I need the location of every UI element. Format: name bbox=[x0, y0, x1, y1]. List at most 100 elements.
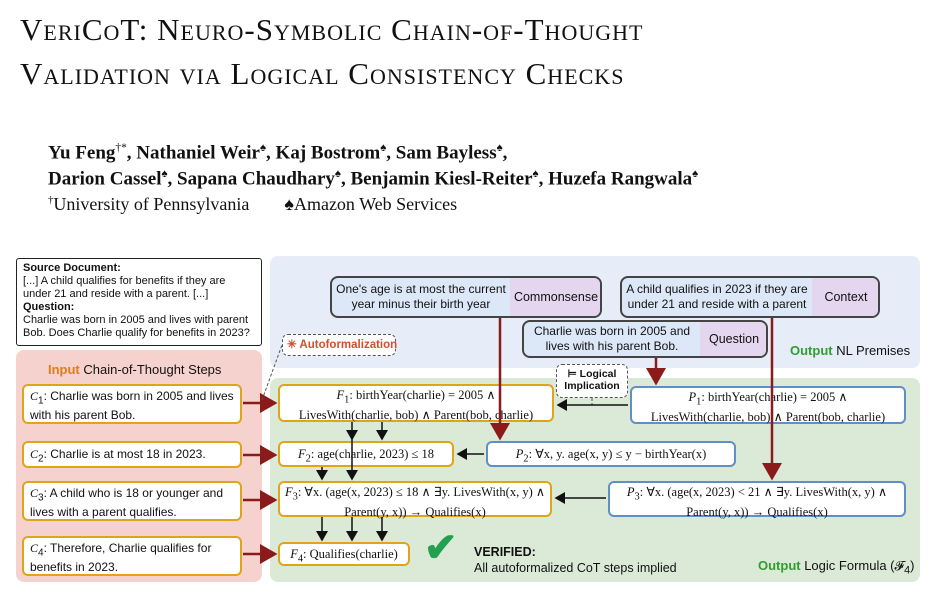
step-sub: 4 bbox=[38, 547, 44, 559]
paper-title-line-2: Validation via Logical Consistency Check… bbox=[20, 56, 625, 91]
premise-tag-context: Context bbox=[812, 278, 878, 316]
author-mark: ♠ bbox=[334, 168, 341, 180]
formula-sub: 2 bbox=[305, 453, 311, 465]
question-label: Question: bbox=[23, 301, 75, 313]
cot-step-4: C4: Therefore, Charlie qualifies for ben… bbox=[22, 536, 242, 576]
step-text: : Therefore, Charlie qualifies for benef… bbox=[30, 541, 212, 575]
source-doc-label: Source Document: bbox=[23, 262, 121, 274]
step-label: C bbox=[30, 389, 39, 403]
formula-line: : birthYear(charlie) = 2005 ∧ bbox=[701, 390, 848, 404]
formula-line: : ∀x, y. age(x, y) ≤ y − birthYear(x) bbox=[528, 447, 707, 461]
cot-step-2: C2: Charlie is at most 18 in 2023. bbox=[22, 441, 242, 468]
formula-line: : ∀x. (age(x, 2023) ≤ 18 ∧ ∃y. LivesWith… bbox=[297, 485, 546, 499]
author-name: Huzefa Rangwala bbox=[548, 168, 693, 190]
question-text: Charlie was born in 2005 and lives with … bbox=[23, 314, 250, 339]
author-name: Yu Feng bbox=[48, 142, 116, 164]
paper-title-line-1: VeriCoT: Neuro-Symbolic Chain-of-Thought bbox=[20, 12, 644, 47]
entails-symbol: ⊨ bbox=[567, 368, 577, 380]
formula-line: Parent(y, x)) → Qualifies(x) bbox=[686, 504, 828, 519]
output-rest: NL Premises bbox=[832, 343, 911, 358]
author-mark: ♠ bbox=[532, 168, 539, 180]
cot-header: Input Chain-of-Thought Steps bbox=[48, 362, 221, 377]
check-icon: ✔ bbox=[424, 526, 458, 570]
premise-text: Charlie was born in 2005 and lives with … bbox=[533, 324, 691, 353]
formula-sub: 2 bbox=[523, 453, 529, 465]
author-name: Kaj Bostrom bbox=[275, 142, 381, 164]
verified-label: VERIFIED: bbox=[474, 545, 536, 559]
formula-f2: F2: age(charlie, 2023) ≤ 18 bbox=[278, 441, 454, 467]
formula-line: LivesWith(charlie, bob) ∧ Parent(bob, ch… bbox=[650, 409, 886, 424]
logical-implication-label: ⊨ Logical Implication bbox=[556, 364, 628, 398]
autoformalization-link bbox=[261, 344, 283, 401]
formula-sub: 3 bbox=[634, 491, 640, 503]
step-sub: 2 bbox=[38, 453, 44, 465]
formula-p1: P1: birthYear(charlie) = 2005 ∧ LivesWit… bbox=[630, 386, 906, 424]
author-name: Nathaniel Weir bbox=[136, 142, 260, 164]
author-line-1: Yu Feng†*, Nathaniel Weir♠, Kaj Bostrom♠… bbox=[48, 142, 508, 164]
formula-sub: 1 bbox=[344, 394, 350, 406]
output-rest: Logic Formula (𝓕 bbox=[800, 558, 905, 573]
formula-name: P bbox=[626, 485, 635, 499]
step-label: C bbox=[30, 447, 39, 461]
step-text: : Charlie is at most 18 in 2023. bbox=[43, 447, 206, 461]
output-sub: 4 bbox=[904, 564, 911, 577]
author-mark: ♠ bbox=[259, 142, 267, 154]
formula-line: : ∀x. (age(x, 2023) < 21 ∧ ∃y. LivesWith… bbox=[639, 485, 888, 499]
author-mark: ♠ bbox=[161, 168, 168, 180]
logic-output-label: Output Logic Formula (𝓕4) bbox=[758, 558, 914, 577]
formula-sub: 3 bbox=[292, 491, 298, 503]
formula-line: LivesWith(charlie, bob) ∧ Parent(bob, ch… bbox=[298, 407, 534, 422]
author-name: Darion Cassel bbox=[48, 168, 162, 190]
formula-name: F bbox=[284, 485, 293, 499]
formula-line: Parent(y, x)) → Qualifies(x) bbox=[344, 504, 486, 519]
affil-upenn: University of Pennsylvania bbox=[53, 194, 250, 214]
formula-f4: F4: Qualifies(charlie) bbox=[278, 542, 410, 566]
source-doc-text: [...] A child qualifies for benefits if … bbox=[23, 275, 226, 300]
affil-mark: ♠ bbox=[284, 194, 294, 214]
cot-step-1: C1: Charlie was born in 2005 and lives w… bbox=[22, 384, 242, 424]
formula-f1: F1: birthYear(charlie) = 2005 ∧ LivesWit… bbox=[278, 384, 554, 422]
author-name: Sam Bayless bbox=[395, 142, 497, 164]
output-close: ) bbox=[910, 558, 915, 573]
formula-name: P bbox=[688, 390, 697, 404]
premise-text: A child qualifies in 2023 if they are un… bbox=[626, 282, 808, 311]
formula-sub: 4 bbox=[297, 553, 304, 565]
cot-step-3: C3: A child who is 18 or younger and liv… bbox=[22, 481, 242, 521]
output-word: Output bbox=[790, 343, 833, 358]
premise-tag-commonsense: Commonsense bbox=[510, 278, 600, 316]
step-label: C bbox=[30, 486, 39, 500]
affil-mark: † bbox=[48, 194, 54, 206]
formula-sub: 1 bbox=[696, 396, 702, 408]
formula-p3: P3: ∀x. (age(x, 2023) < 21 ∧ ∃y. LivesWi… bbox=[608, 481, 906, 519]
premise-commonsense: One's age is at most the current year mi… bbox=[330, 276, 602, 318]
sparkle-icon: ✳ bbox=[287, 339, 297, 351]
premise-tag-question: Question bbox=[700, 322, 766, 356]
logical-implication-text: Logical Implication bbox=[564, 368, 620, 392]
output-word: Output bbox=[758, 558, 801, 573]
affil-aws: Amazon Web Services bbox=[293, 194, 458, 214]
step-text: : A child who is 18 or younger and lives… bbox=[30, 486, 224, 520]
affiliations: †University of Pennsylvania ♠Amazon Web … bbox=[48, 194, 457, 215]
step-sub: 1 bbox=[38, 395, 44, 407]
premise-text: One's age is at most the current year mi… bbox=[336, 282, 506, 311]
formula-name: P bbox=[515, 447, 524, 461]
author-line-2: Darion Cassel♠, Sapana Chaudhary♠, Benja… bbox=[48, 168, 699, 190]
author-mark: †* bbox=[115, 142, 127, 154]
step-label: C bbox=[30, 541, 39, 555]
formula-name: F bbox=[336, 388, 345, 402]
formula-line: : birthYear(charlie) = 2005 ∧ bbox=[349, 388, 496, 402]
step-sub: 3 bbox=[38, 492, 44, 504]
author-mark: ♠ bbox=[380, 142, 387, 154]
verified-text: All autoformalized CoT steps implied bbox=[474, 561, 677, 575]
source-document-box: Source Document: [...] A child qualifies… bbox=[16, 258, 262, 346]
formula-line: : age(charlie, 2023) ≤ 18 bbox=[310, 447, 434, 461]
author-name: Benjamin Kiesl-Reiter bbox=[350, 168, 533, 190]
step-text: : Charlie was born in 2005 and lives wit… bbox=[30, 389, 234, 423]
author-mark: ♠ bbox=[496, 142, 503, 154]
cot-header-input: Input bbox=[48, 362, 80, 377]
verified-block: VERIFIED: All autoformalized CoT steps i… bbox=[474, 544, 677, 576]
autoformalization-label: ✳ Autoformalization bbox=[282, 334, 397, 356]
author-mark: ♠ bbox=[692, 168, 699, 180]
premise-context: A child qualifies in 2023 if they are un… bbox=[620, 276, 880, 318]
